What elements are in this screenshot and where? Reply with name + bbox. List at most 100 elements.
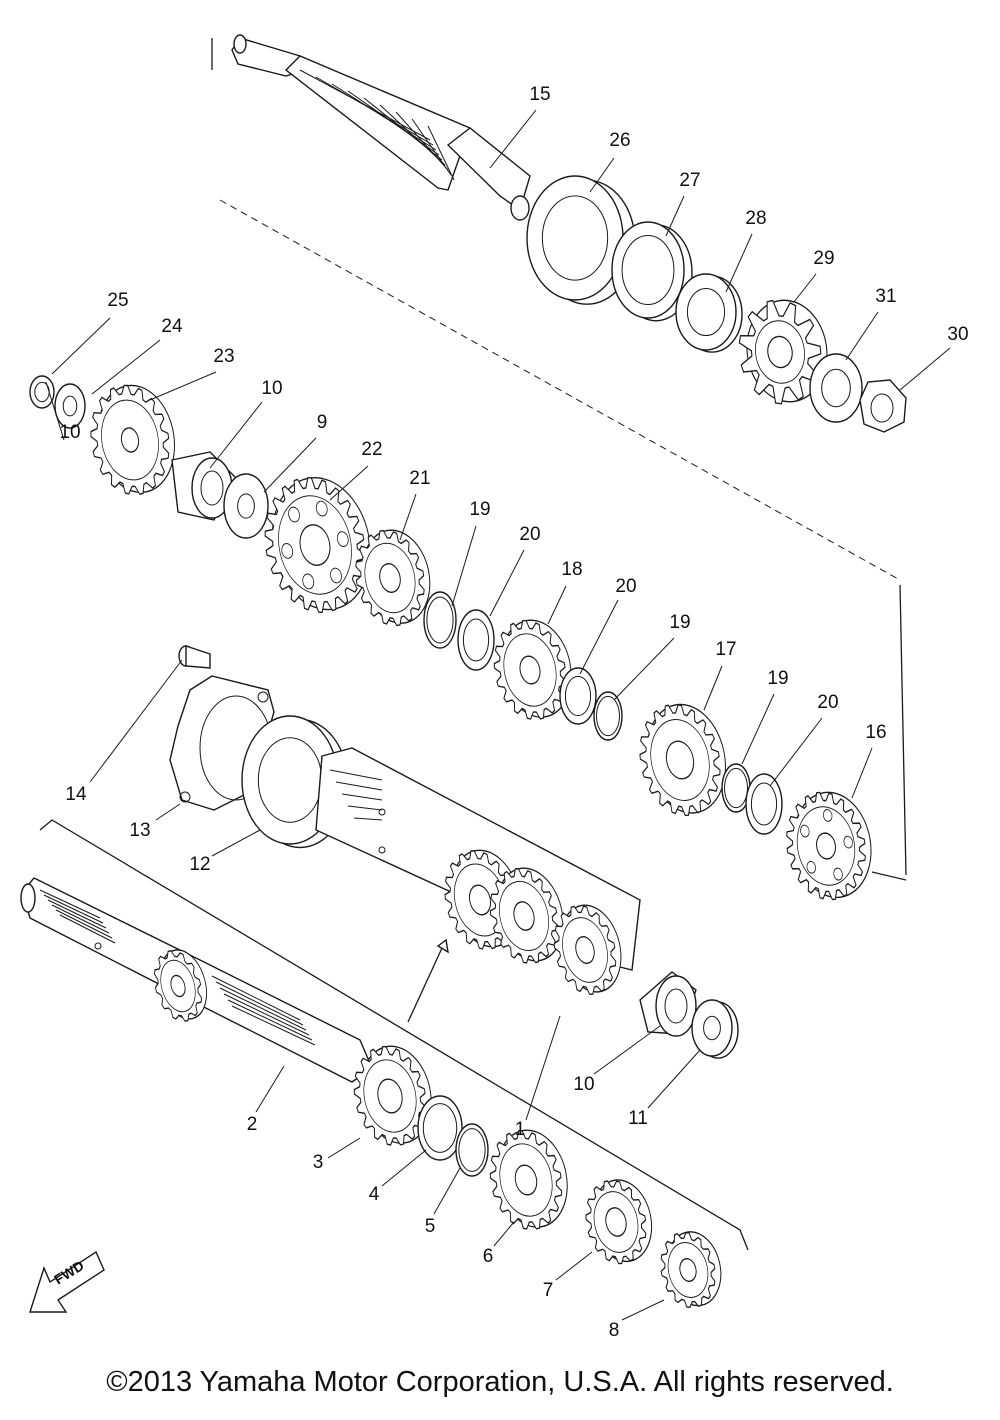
main-shaft-gear-integral: [153, 949, 207, 1022]
main-shaft-15: [231, 34, 531, 221]
leader-line: [329, 465, 369, 501]
leader-line: [845, 311, 879, 361]
callout-layer: 1234567891010101112131415161718191919202…: [45, 84, 969, 1341]
leader-line: [555, 1251, 593, 1281]
leader-line: [51, 317, 111, 375]
leader-line: [593, 1025, 661, 1075]
callout-label: 27: [679, 170, 700, 191]
callout-label: 20: [817, 692, 838, 713]
leader-line: [451, 525, 477, 607]
callout-label: 16: [865, 722, 886, 743]
assembly-arrow: [407, 947, 443, 1023]
leader-line: [155, 803, 181, 821]
gear-3: [353, 1045, 432, 1146]
circlip-25: [29, 375, 55, 409]
callout-label: 12: [189, 854, 210, 875]
callout-label: 20: [615, 576, 636, 597]
gear-16: [786, 791, 872, 901]
leader-line: [493, 1221, 515, 1247]
callout-label: 19: [767, 668, 788, 689]
callout-label: 22: [361, 439, 382, 460]
callout-label: 6: [483, 1246, 494, 1267]
leader-line: [91, 339, 161, 395]
washer-11: [691, 999, 739, 1059]
gear-8: [660, 1231, 722, 1309]
gear-21: [355, 529, 431, 627]
leader-line: [741, 693, 775, 765]
leader-line: [255, 1065, 285, 1113]
callout-label: 19: [469, 499, 490, 520]
callout-label: 23: [213, 346, 234, 367]
leader-line: [703, 665, 723, 711]
callout-label: 25: [107, 290, 128, 311]
callout-label: 14: [65, 784, 87, 805]
leader-line: [209, 401, 263, 469]
leader-line: [149, 371, 217, 401]
callout-label: 11: [628, 1108, 648, 1129]
callout-label: 5: [425, 1216, 436, 1237]
callout-label: 26: [609, 130, 630, 151]
leader-line: [489, 549, 525, 617]
leader-line: [525, 1015, 561, 1121]
leader-line: [381, 1149, 427, 1187]
main-shaft-splines: [39, 889, 316, 1046]
leader-line: [45, 381, 65, 441]
leader-line: [899, 347, 951, 391]
callout-label: 30: [947, 324, 968, 345]
callout-label: 13: [129, 820, 150, 841]
callout-label: 3: [313, 1152, 324, 1173]
callout-label: 8: [609, 1320, 620, 1341]
gear-7: [585, 1179, 653, 1265]
callout-label: 18: [561, 559, 582, 580]
leader-line: [547, 585, 567, 625]
bolt-14: [178, 645, 211, 669]
callout-label: 28: [745, 208, 766, 229]
callout-label: 21: [409, 468, 430, 489]
washer-20a: [457, 609, 495, 671]
collar-10-lower: [639, 971, 697, 1037]
leader-line: [263, 437, 317, 493]
gear-cluster-1c: [553, 904, 622, 995]
washer-20b: [559, 667, 597, 725]
leader-line: [665, 195, 685, 237]
leader-line: [621, 1299, 665, 1321]
leader-line: [399, 493, 417, 541]
dashed-axis-upper: [219, 199, 901, 581]
leader-line: [769, 717, 823, 787]
leader-line: [327, 1137, 361, 1159]
leader-line: [579, 599, 619, 675]
shaft-splines: [329, 769, 386, 854]
gear-18: [493, 619, 572, 720]
collar-10-upper: [171, 451, 237, 521]
gear-6: [489, 1129, 568, 1230]
leader-line: [725, 233, 753, 293]
oil-seal-27: [611, 221, 693, 322]
callout-label: 20: [519, 524, 540, 545]
callout-label: 10: [59, 422, 80, 443]
washer-20c: [745, 773, 783, 835]
collar-28: [675, 273, 743, 353]
washer-4: [417, 1095, 463, 1161]
circlip-19c: [721, 763, 751, 813]
washer-24: [54, 383, 86, 429]
gear-cluster-1a: [444, 849, 521, 950]
callout-label: 19: [669, 612, 690, 633]
drive-sprocket-29: [738, 299, 828, 405]
leader-line: [489, 109, 537, 169]
diagram-artwork: FWD: [20, 34, 907, 1313]
callout-label: 1: [515, 1119, 526, 1140]
leader-line: [89, 659, 183, 783]
callout-label: 29: [813, 248, 834, 269]
callout-label: 15: [529, 84, 550, 105]
circlip-19b: [593, 691, 623, 741]
nut-30: [859, 379, 907, 433]
callout-label: 17: [715, 639, 736, 660]
gear-23: [90, 384, 176, 495]
fwd-arrow: FWD: [29, 1250, 105, 1313]
leader-line: [589, 157, 615, 193]
transmission-exploded-diagram: FWD 123456789101010111213141516171819191…: [20, 34, 969, 1341]
circlip-5: [455, 1123, 489, 1177]
washer-9: [223, 473, 269, 539]
callout-label: 7: [543, 1280, 554, 1301]
axis-bracket-right: [899, 584, 907, 876]
